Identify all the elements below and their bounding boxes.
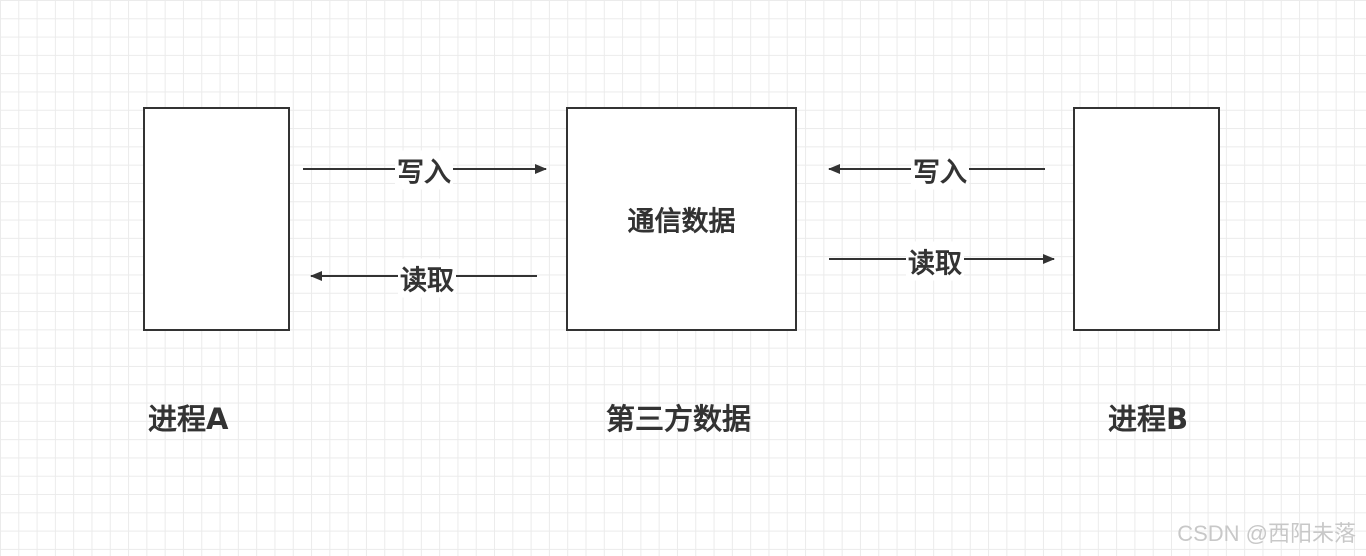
process-b-caption: 进程B xyxy=(1108,402,1189,436)
edge-label-b-write: 写入 xyxy=(911,150,969,190)
shared-data-caption: 第三方数据 xyxy=(606,402,752,436)
process-a-box xyxy=(143,107,290,331)
watermark-text: CSDN @西阳未落 xyxy=(1177,521,1356,546)
edge-label-b-read: 读取 xyxy=(906,241,964,281)
shared-data-inner-label: 通信数据 xyxy=(627,206,736,238)
edge-label-a-write: 写入 xyxy=(395,150,453,190)
edge-label-a-read: 读取 xyxy=(398,258,456,298)
process-b-box xyxy=(1073,107,1220,331)
shared-data-box: 通信数据 xyxy=(566,107,797,331)
process-a-caption: 进程A xyxy=(148,402,229,436)
